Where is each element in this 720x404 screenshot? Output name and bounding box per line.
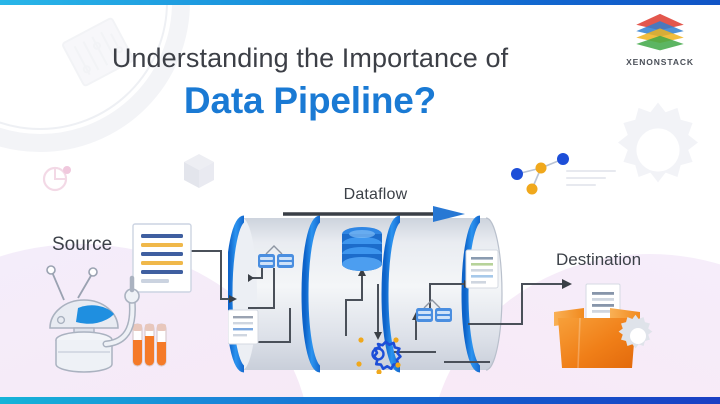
cube-3d-icon [184, 154, 214, 188]
title-line-1: Understanding the Importance of [111, 43, 509, 73]
brand-name: XENONSTACK [626, 57, 694, 67]
circuit-chip-icon [62, 17, 134, 87]
data-pipeline-cylinder [228, 215, 503, 374]
destination-label: Destination [556, 250, 642, 269]
source-to-pipeline-connector [177, 250, 237, 303]
source-document-icon [132, 223, 192, 293]
robot-icon [46, 265, 140, 373]
test-tubes-icon [132, 323, 167, 367]
source-label: Source [52, 234, 113, 255]
pie-chart-icon [42, 166, 71, 192]
stacked-layers-icon [636, 13, 684, 51]
server-cluster-icon [258, 245, 294, 268]
pipeline-to-destination-connector [468, 279, 572, 325]
dataflow-label: Dataflow [343, 186, 408, 203]
page-title: Understanding the Importance of Data Pip… [0, 40, 620, 124]
dataflow-indicator: Dataflow [283, 186, 468, 222]
destination-box-icon [554, 283, 653, 369]
title-line-2: Data Pipeline? [183, 80, 437, 121]
arrow-right-icon [283, 206, 465, 222]
text-lines-icon [566, 170, 616, 194]
server-cluster-icon [416, 299, 452, 322]
document-icon [228, 309, 259, 345]
document-icon [465, 249, 499, 289]
database-icon [342, 227, 382, 271]
top-accent-bar [0, 0, 720, 5]
gear-process-icon [356, 337, 402, 374]
network-nodes-icon [511, 153, 569, 195]
gear-icon [618, 314, 653, 349]
bottom-accent-bar [0, 397, 720, 404]
brand-logo[interactable]: XENONSTACK [614, 12, 706, 67]
gear-icon [618, 102, 698, 183]
